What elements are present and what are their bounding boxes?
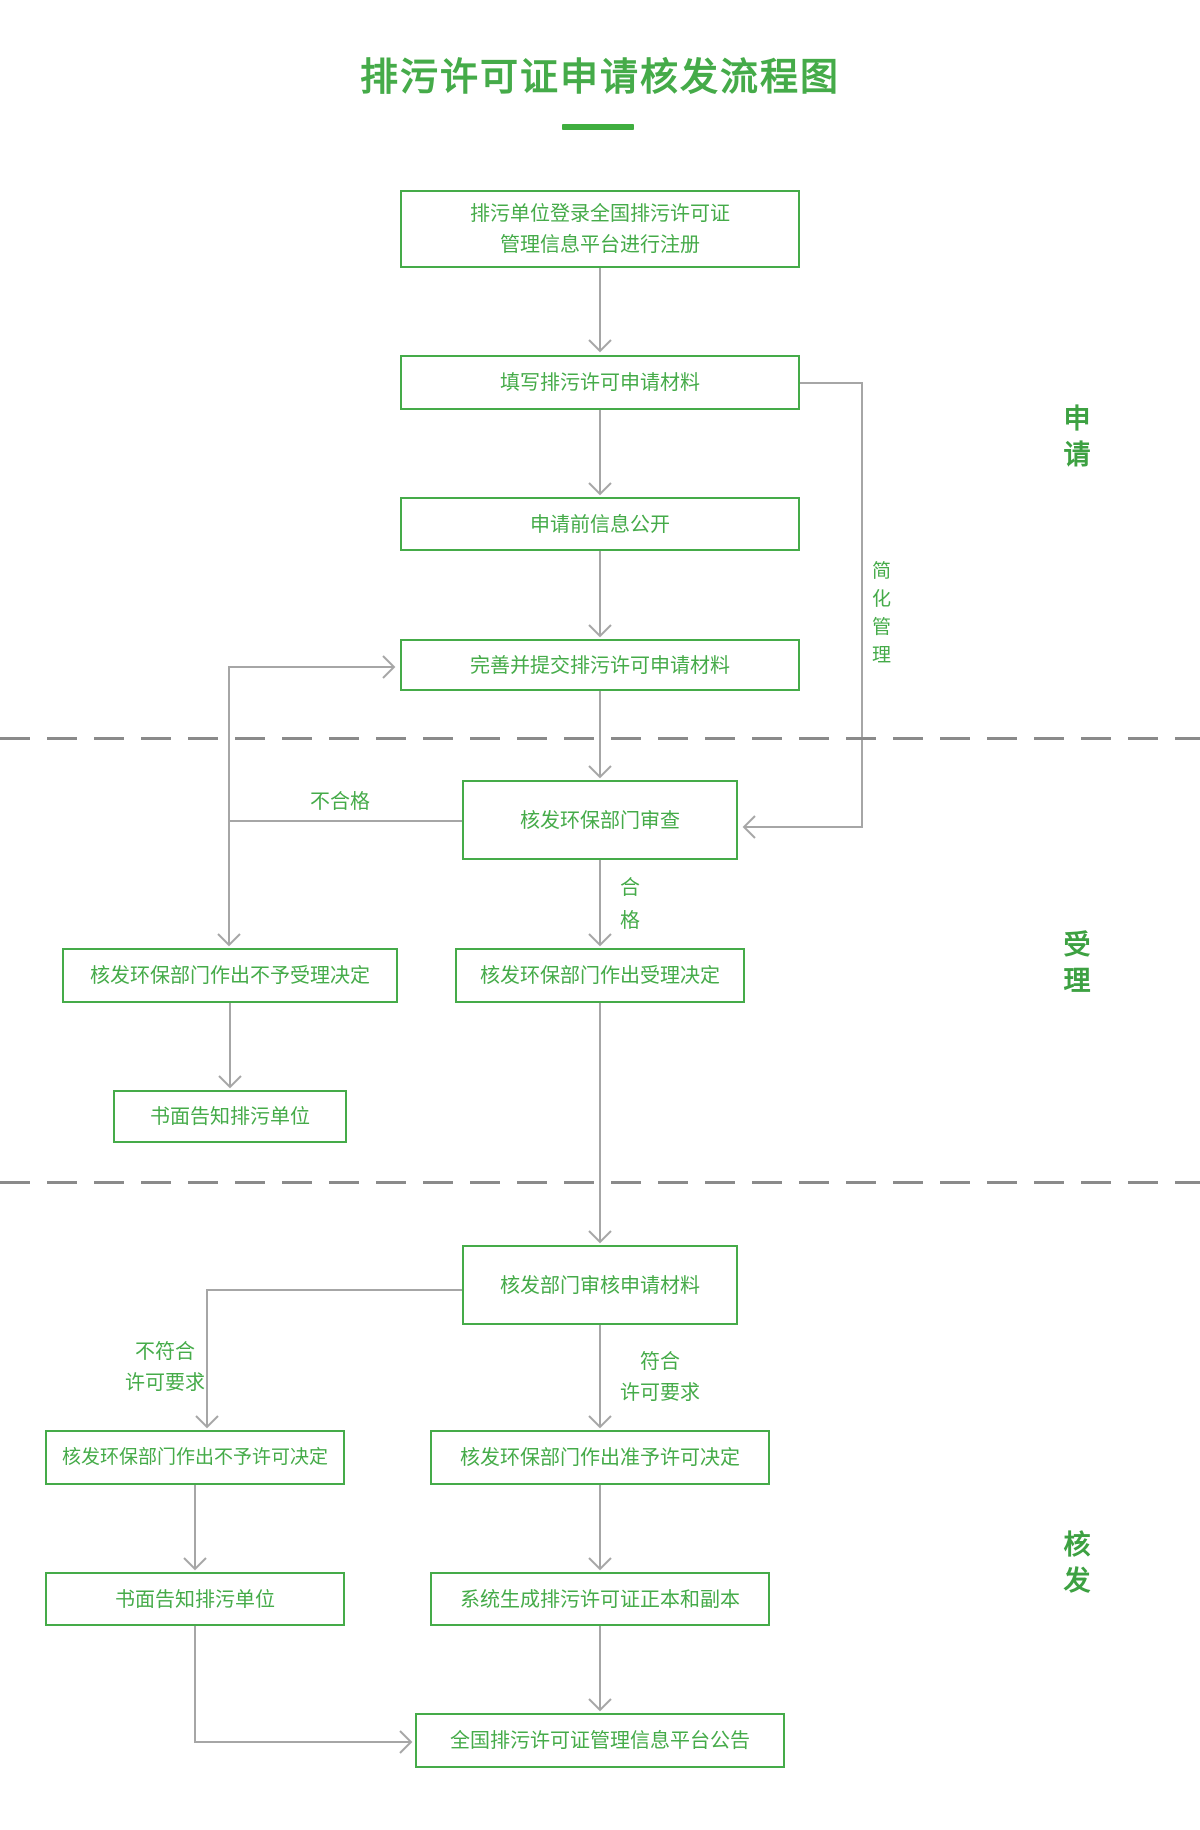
edge-label-fail: 不合格 — [310, 789, 370, 813]
node-reject-permit: 核发环保部门作出不予许可决定 — [45, 1430, 345, 1485]
edge-fail-loop-to-submit — [228, 655, 462, 822]
arrow-rejectpermit-to-notify2 — [183, 1485, 207, 1571]
node-notify-1: 书面告知排污单位 — [113, 1090, 347, 1143]
node-grant-permit: 核发环保部门作出准予许可决定 — [430, 1430, 770, 1485]
arrow-accept-to-examine — [588, 1003, 612, 1244]
edge-label-not-meet: 不符合 许可要求 — [125, 1339, 205, 1394]
arrow-fill-to-disclose — [588, 410, 612, 496]
edge-label-pass: 合 格 — [620, 875, 640, 932]
arrow-rejectaccept-to-notify1 — [218, 1003, 242, 1089]
node-fill: 填写排污许可申请材料 — [400, 355, 800, 410]
section-label-apply: 申 请 — [1063, 404, 1091, 471]
page-title: 排污许可证申请核发流程图 — [359, 55, 840, 99]
node-review: 核发环保部门审查 — [462, 780, 738, 860]
node-accept: 核发环保部门作出受理决定 — [455, 948, 745, 1003]
section-label-accept: 受 理 — [1063, 930, 1091, 997]
node-notify-2: 书面告知排污单位 — [45, 1572, 345, 1626]
arrow-generate-to-announce — [588, 1626, 612, 1712]
edge-notify2-to-announce — [194, 1626, 413, 1754]
edge-label-meet: 符合 许可要求 — [620, 1349, 700, 1404]
divider-apply-accept — [0, 737, 1200, 740]
node-generate-cert: 系统生成排污许可证正本和副本 — [430, 1572, 770, 1626]
node-examine: 核发部门审核申请材料 — [462, 1245, 738, 1325]
arrow-review-to-accept — [588, 860, 612, 947]
arrow-examine-to-grant — [588, 1325, 612, 1429]
section-label-issue: 核 发 — [1063, 1530, 1091, 1597]
edge-label-simplified: 简 化 管 理 — [872, 560, 892, 666]
divider-accept-issue — [0, 1181, 1200, 1184]
arrow-register-to-fill — [588, 268, 612, 353]
node-register: 排污单位登录全国排污许可证 管理信息平台进行注册 — [400, 190, 800, 268]
edge-notmeet-to-rejectpermit — [195, 1289, 462, 1429]
edge-simplified-management — [742, 382, 863, 839]
arrow-grant-to-generate — [588, 1485, 612, 1571]
arrow-disclose-to-submit — [588, 551, 612, 638]
arrow-submit-to-review — [588, 691, 612, 779]
node-submit: 完善并提交排污许可申请材料 — [400, 639, 800, 691]
title-underline — [562, 124, 634, 130]
node-reject-accept: 核发环保部门作出不予受理决定 — [62, 948, 398, 1003]
node-announce: 全国排污许可证管理信息平台公告 — [415, 1713, 785, 1768]
edge-fail-branch-to-rejectaccept — [217, 821, 241, 947]
node-disclose: 申请前信息公开 — [400, 497, 800, 551]
